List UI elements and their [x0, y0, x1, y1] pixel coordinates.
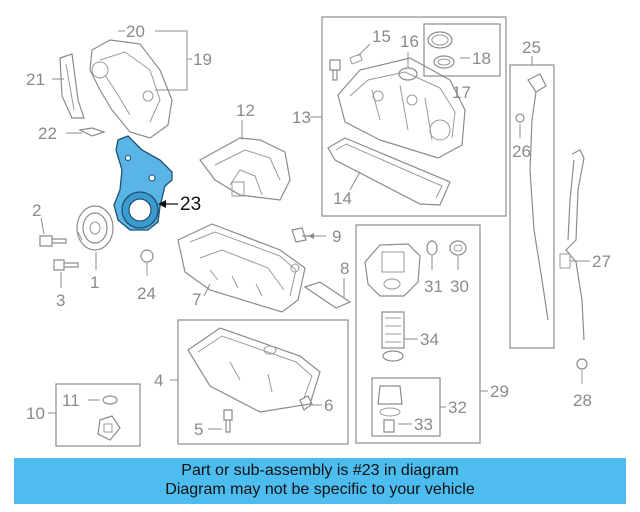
- seals-30-31: [426, 240, 467, 256]
- bolts-2-3: [39, 235, 79, 271]
- banner-line-1: Part or sub-assembly is #23 in diagram: [181, 462, 459, 479]
- callout-2: 2: [32, 201, 41, 220]
- callout-10: 10: [26, 404, 45, 423]
- callout-33: 33: [414, 415, 433, 434]
- callout-15: 15: [372, 27, 391, 46]
- clip-6: [299, 395, 313, 411]
- cap-17-18: [427, 31, 455, 69]
- callout-32: 32: [448, 398, 467, 417]
- oil-pan-lower: [187, 327, 321, 413]
- callout-28: 28: [573, 391, 592, 410]
- callout-16: 16: [400, 32, 419, 51]
- banner-line-2: Diagram may not be specific to your vehi…: [165, 481, 475, 498]
- filter-element-34: [381, 311, 405, 362]
- bolt-24: [140, 249, 154, 276]
- callout-1: 1: [90, 273, 99, 292]
- callout-17: 17: [452, 83, 471, 102]
- callout-20: 20: [126, 22, 145, 41]
- callout-5: 5: [194, 420, 203, 439]
- callout-31: 31: [424, 277, 443, 296]
- info-banner: Part or sub-assembly is #23 in diagram D…: [14, 458, 626, 504]
- callout-18: 18: [472, 49, 491, 68]
- callout-24: 24: [137, 284, 156, 303]
- crank-pulley: [76, 205, 114, 251]
- sensor: [97, 395, 121, 441]
- callout-7: 7: [192, 290, 201, 309]
- callout-27: 27: [592, 252, 611, 271]
- valve-cover: [337, 57, 466, 159]
- guide-tube: [559, 149, 585, 341]
- ring-16: [398, 67, 418, 81]
- cap-32-33: [377, 385, 403, 433]
- dipstick: [527, 73, 549, 321]
- oil-pan-upper: [177, 223, 306, 313]
- callout-25: 25: [522, 38, 541, 57]
- seal-28: [576, 358, 588, 384]
- callout-21: 21: [26, 70, 45, 89]
- callout-4: 4: [154, 371, 163, 390]
- callout-19: 19: [193, 50, 212, 69]
- callout-26: 26: [512, 142, 531, 161]
- callout-3: 3: [56, 291, 65, 310]
- callout-12: 12: [236, 101, 255, 120]
- callout-22: 22: [38, 124, 57, 143]
- callout-8: 8: [340, 259, 349, 278]
- part-23-highlighted: [113, 135, 173, 231]
- callout-29: 29: [490, 382, 509, 401]
- callout-30: 30: [450, 277, 469, 296]
- timing-cover-group: [52, 39, 173, 139]
- seal-26: [515, 113, 525, 123]
- gasket-14: [327, 137, 451, 206]
- plug-15: [329, 53, 363, 81]
- callout-9: 9: [332, 227, 341, 246]
- plug-5: [223, 409, 233, 433]
- filter-housing: [364, 243, 421, 297]
- cover-12: [199, 137, 291, 201]
- callout-14: 14: [333, 189, 352, 208]
- callout-34: 34: [420, 330, 439, 349]
- callout-6: 6: [324, 396, 333, 415]
- callout-labels: 20 19 21 22 23 2 1 3 24 12 13 14 15 16 1…: [26, 22, 611, 439]
- callout-23: 23: [180, 194, 201, 215]
- callout-11: 11: [62, 391, 80, 410]
- callout-13: 13: [292, 108, 311, 127]
